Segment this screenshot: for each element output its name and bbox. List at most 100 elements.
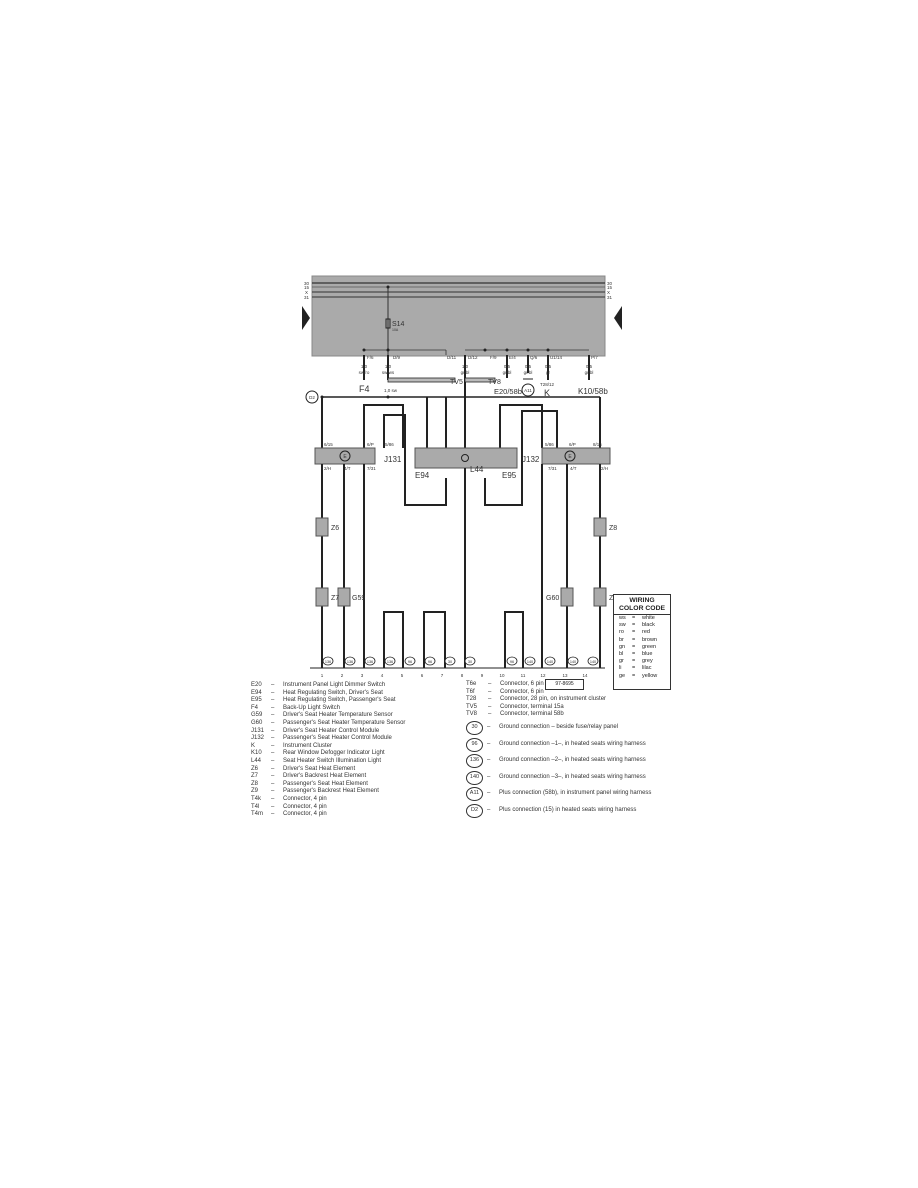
heat-element-z6: [315, 517, 329, 537]
fuse-s14-icon: [385, 318, 391, 329]
bus-label-15-right: 15: [607, 285, 613, 290]
legend-code: T28: [466, 696, 477, 703]
ground-label: 96: [510, 660, 514, 664]
legend-desc: Ground connection –3–, in heated seats w…: [499, 773, 646, 780]
legend-dash: –: [271, 719, 275, 726]
legend-desc: Passenger's Seat Heat Element: [283, 780, 368, 787]
position-number: 13: [562, 673, 568, 678]
ground-legend-row: 136–Ground connection –2–, in heated sea…: [466, 753, 651, 770]
terminal-u1-14: U1/14: [550, 355, 563, 360]
ground-label: 140: [547, 660, 553, 664]
bus-label-30-left: 30: [304, 281, 310, 286]
legend-dash: –: [487, 740, 491, 747]
ground-label: 30: [468, 660, 472, 664]
color-name: green: [642, 643, 657, 650]
plus-d2-icon: D2: [466, 803, 483, 818]
color-name: black: [642, 622, 655, 629]
color-name: yellow: [642, 672, 658, 679]
legend-dash: –: [271, 811, 275, 818]
module-j132: [541, 447, 611, 465]
d2-label: D2: [309, 395, 315, 400]
legend-dash: –: [271, 704, 275, 711]
code: bl: [619, 651, 624, 658]
code: gr: [619, 658, 624, 665]
legend-row: T4k–Connector, 4 pin: [251, 796, 405, 804]
legend-dash: –: [487, 790, 491, 797]
legend-desc: Seat Heater Switch Illumination Light: [283, 757, 382, 764]
ground-legend-row: 96–Ground connection –1–, in heated seat…: [466, 737, 651, 754]
position-number: 4: [381, 673, 384, 678]
j131-symbol: E: [343, 454, 347, 460]
color-code-row: br=brown: [614, 637, 670, 644]
ground-legend-row: 140–Ground connection –3–, in heated sea…: [466, 770, 651, 787]
terminal-d11: D/11: [447, 355, 457, 360]
wire-color: sw/ro: [359, 370, 370, 375]
pin-label: 6/15: [324, 442, 333, 447]
pin-label: 5/86: [385, 442, 394, 447]
ground-legend-row: D2– Plus connection (15) in heated seats …: [466, 803, 651, 820]
l44-label: L44: [470, 465, 484, 474]
ground-label: 140: [527, 660, 533, 664]
component-legend-right: T6e–Connector, 6 pin T6f–Connector, 6 pi…: [466, 681, 606, 719]
position-number: 11: [521, 673, 526, 678]
legend-dash: –: [487, 806, 491, 813]
legend-row: T4l–Connector, 4 pin: [251, 804, 405, 812]
legend-desc: Passenger's Seat Heater Control Module: [283, 735, 392, 742]
code: sw: [619, 622, 626, 629]
reference-number: 97-8695: [545, 679, 584, 690]
legend-desc: Connector, 4 pin: [283, 795, 327, 802]
fuse-rating: 10A: [392, 328, 399, 332]
legend-dash: –: [488, 703, 492, 710]
wire-gauge: 0,5: [504, 364, 511, 369]
e95-label: E95: [502, 471, 517, 480]
legend-dash: –: [271, 689, 275, 696]
code: gn: [619, 643, 626, 650]
legend-desc: Driver's Seat Heater Temperature Sensor: [283, 712, 393, 719]
legend-desc: Plus connection (15) in heated seats wir…: [499, 806, 637, 813]
legend-desc: Passenger's Seat Heater Temperature Sens…: [283, 719, 406, 726]
legend-dash: –: [271, 742, 275, 749]
g60-label: G60: [546, 595, 559, 602]
code: ro: [619, 629, 624, 636]
ground-legend-row: A11–Plus connection (58b), in instrument…: [466, 786, 651, 803]
eq: =: [632, 629, 636, 636]
eq: =: [632, 636, 636, 643]
pin-label: 8/15: [593, 442, 602, 447]
terminal-q6: Q/6: [530, 355, 538, 360]
legend-row: T6e–Connector, 6 pin: [466, 681, 606, 689]
legend-code: T4m: [251, 811, 263, 818]
ground-label: 96: [428, 660, 432, 664]
position-number: 14: [582, 673, 588, 678]
legend-code: T6f: [466, 688, 475, 695]
legend-row: E94–Heat Regulating Switch, Driver's Sea…: [251, 690, 405, 698]
legend-desc: Connector, terminal 58b: [500, 711, 564, 718]
connector-t28-12: T28/12: [540, 382, 555, 387]
legend-row: TV5–Connector, terminal 15a: [466, 704, 606, 712]
wiring-color-code-box: WIRING COLOR CODE ws=white sw=black ro=r…: [613, 594, 671, 690]
legend-desc: Connector, 4 pin: [283, 811, 327, 818]
legend-row: Z9–Passenger's Backrest Heat Element: [251, 788, 405, 796]
legend-code: G59: [251, 712, 263, 719]
legend-desc: Connector, 4 pin: [283, 803, 327, 810]
legend-dash: –: [271, 727, 275, 734]
switch-panel: [414, 447, 518, 469]
j131-label: J131: [384, 455, 402, 464]
legend-dash: –: [488, 688, 492, 695]
legend-desc: Heat Regulating Switch, Passenger's Seat: [283, 697, 396, 704]
legend-code: E95: [251, 697, 262, 704]
eq: =: [632, 622, 636, 629]
continuation-arrow-left-icon: [302, 306, 310, 330]
color-code-title-line2: COLOR CODE: [618, 605, 666, 612]
ground-96-icon: 96: [466, 737, 483, 752]
j132-label: J132: [522, 455, 540, 464]
wire-gauge: 1,0: [462, 364, 469, 369]
legend-desc: Ground connection –2–, in heated seats w…: [499, 757, 646, 764]
code: ws: [619, 615, 626, 621]
wire-gauge: 0,5: [545, 364, 552, 369]
code: br: [619, 636, 624, 643]
legend-row: Z7–Driver's Backrest Heat Element: [251, 773, 405, 781]
pin-label: 6/P: [367, 442, 374, 447]
eq: =: [632, 651, 636, 658]
heat-element-z9: [593, 587, 607, 607]
